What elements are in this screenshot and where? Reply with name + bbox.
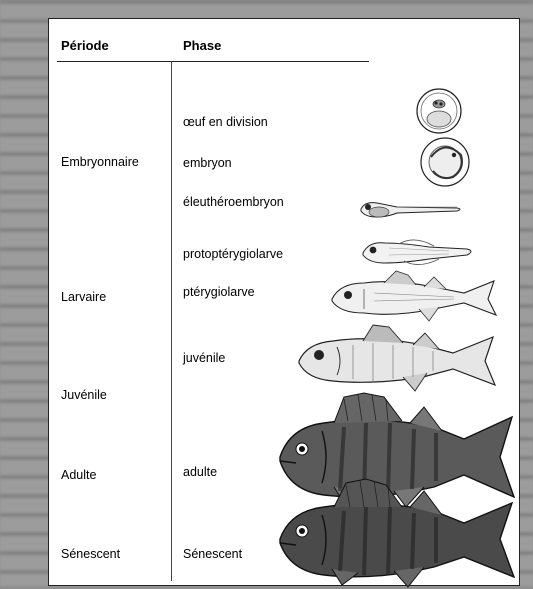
period-adulte: Adulte xyxy=(61,468,96,482)
phase-senescent: Sénescent xyxy=(183,547,242,561)
header-rule xyxy=(57,61,369,62)
column-divider xyxy=(171,61,172,581)
period-senescent: Sénescent xyxy=(61,547,120,561)
phase-pterygiolarve: ptérygiolarve xyxy=(183,285,255,299)
embryo-icon xyxy=(417,133,477,191)
pterygiolarva-fish-icon xyxy=(324,267,504,327)
egg-icon xyxy=(409,85,469,137)
figure-panel: Période Phase Embryonnaire Larvaire Juvé… xyxy=(48,18,520,586)
phase-adulte: adulte xyxy=(183,465,217,479)
phase-juvenile: juvénile xyxy=(183,351,225,365)
phase-embryon: embryon xyxy=(183,156,232,170)
period-larvaire: Larvaire xyxy=(61,290,106,304)
header-periode: Période xyxy=(61,38,109,53)
phase-eleutheroembryon: éleuthéroembryon xyxy=(183,195,284,209)
phase-protopterygiolarve: protoptérygiolarve xyxy=(183,247,283,261)
header-phase: Phase xyxy=(183,38,221,53)
juvenile-fish-icon xyxy=(293,323,503,395)
eleutheroembryo-fish-icon xyxy=(357,195,467,225)
phase-oeuf-en-division: œuf en division xyxy=(183,115,268,129)
senescent-perch-icon xyxy=(274,477,519,589)
period-juvenile: Juvénile xyxy=(61,388,107,402)
period-embryonnaire: Embryonnaire xyxy=(61,155,139,169)
